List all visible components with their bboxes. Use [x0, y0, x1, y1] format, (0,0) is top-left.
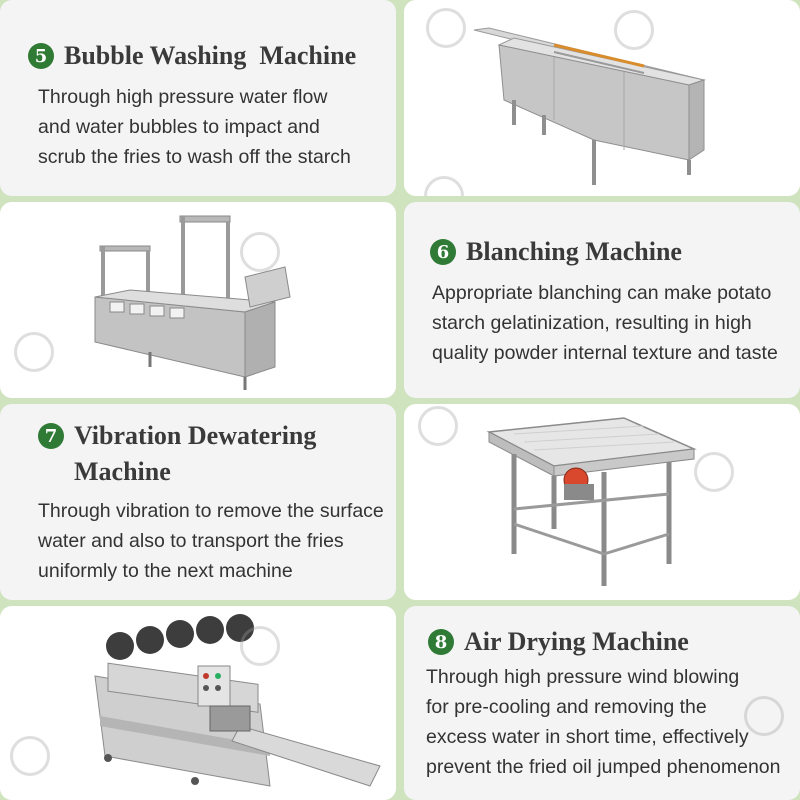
- air-drying-machine-illustration: [0, 606, 396, 800]
- vibration-dewatering-machine-photo: [404, 404, 800, 600]
- watermark-logo-icon: [744, 696, 784, 736]
- blanching-machine-illustration: [0, 202, 396, 398]
- watermark-logo-icon: [14, 332, 54, 372]
- section-7-title-line: Machine: [74, 457, 171, 486]
- section-7-number-badge: 7: [38, 423, 64, 449]
- section-8-text-card: 8 Air Drying Machine Through high pressu…: [404, 606, 800, 800]
- section-6-title-row: 6 Blanching Machine: [430, 234, 682, 270]
- section-8-desc-line: prevent the fried oil jumped phenomenon: [426, 756, 781, 778]
- section-6-desc-line: Appropriate blanching can make potato: [432, 282, 772, 304]
- watermark-logo-icon: [426, 8, 466, 48]
- section-6-title: Blanching Machine: [466, 237, 682, 266]
- watermark-logo-icon: [240, 232, 280, 272]
- section-7-desc-line: uniformly to the next machine: [38, 560, 293, 582]
- section-5-text-card: 5 Bubble Washing Machine Through high pr…: [0, 0, 396, 196]
- section-7-title-line: Vibration Dewatering: [74, 421, 317, 450]
- section-6-desc-line: starch gelatinization, resulting in high: [432, 312, 752, 334]
- section-6-text-card: 6 Blanching Machine Appropriate blanchin…: [404, 202, 800, 398]
- section-7-desc-line: Through vibration to remove the surface: [38, 500, 384, 522]
- section-6-number-badge: 6: [430, 239, 456, 265]
- watermark-logo-icon: [694, 452, 734, 492]
- section-7-text-card: 7 Vibration Dewatering Machine Through v…: [0, 404, 396, 600]
- section-6-desc-line: quality powder internal texture and tast…: [432, 342, 778, 364]
- watermark-logo-icon: [10, 736, 50, 776]
- section-5-title: Bubble Washing Machine: [64, 41, 357, 70]
- section-7-description: Through vibration to remove the surface …: [38, 496, 384, 586]
- section-5-desc-line: and water bubbles to impact and: [38, 116, 320, 138]
- section-8-desc-line: for pre-cooling and removing the: [426, 696, 707, 718]
- watermark-logo-icon: [418, 406, 458, 446]
- section-8-desc-line: excess water in short time, effectively: [426, 726, 749, 748]
- bubble-washing-machine-illustration: [404, 0, 800, 196]
- bubble-washing-machine-photo: [404, 0, 800, 196]
- watermark-logo-icon: [614, 10, 654, 50]
- section-5-number-badge: 5: [28, 43, 54, 69]
- section-7-title-row: 7 Vibration Dewatering Machine: [38, 418, 316, 490]
- section-8-description: Through high pressure wind blowing for p…: [426, 662, 781, 782]
- blanching-machine-photo: [0, 202, 396, 398]
- section-7-title: Vibration Dewatering Machine: [74, 418, 316, 490]
- section-5-desc-line: Through high pressure water flow: [38, 86, 328, 108]
- watermark-logo-icon: [240, 626, 280, 666]
- air-drying-machine-photo: [0, 606, 396, 800]
- section-6-description: Appropriate blanching can make potato st…: [432, 278, 778, 368]
- section-8-title: Air Drying Machine: [464, 627, 689, 656]
- section-8-desc-line: Through high pressure wind blowing: [426, 666, 740, 688]
- section-8-number-badge: 8: [428, 629, 454, 655]
- section-7-desc-line: water and also to transport the fries: [38, 530, 344, 552]
- section-5-desc-line: scrub the fries to wash off the starch: [38, 146, 351, 168]
- section-5-title-row: 5 Bubble Washing Machine: [28, 38, 356, 74]
- section-5-description: Through high pressure water flow and wat…: [38, 82, 351, 172]
- section-8-title-row: 8 Air Drying Machine: [428, 624, 689, 660]
- vibration-dewatering-machine-illustration: [404, 404, 800, 600]
